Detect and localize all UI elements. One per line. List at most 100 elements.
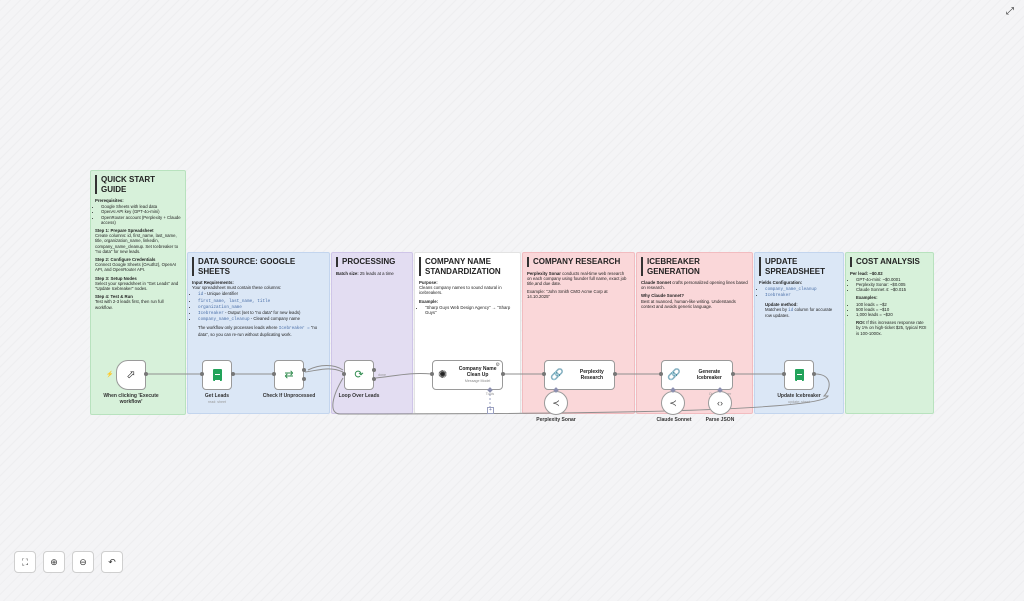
output-port[interactable]: [613, 372, 617, 376]
field-code: Icebreaker: [765, 293, 791, 299]
get-leads-sublabel: read: sheet: [208, 400, 226, 404]
get-leads-node[interactable]: [202, 360, 232, 390]
prereq-label: Prerequisites:: [95, 198, 124, 203]
method-b: column for accurate row updates.: [765, 306, 833, 319]
output-port[interactable]: [812, 372, 816, 376]
fit-view-icon: ⛶: [21, 556, 29, 567]
input-port[interactable]: [542, 372, 546, 376]
loop-label: Loop Over Leads: [338, 393, 380, 399]
list-item: Icebreaker: [765, 292, 839, 298]
output-port-done[interactable]: [372, 368, 376, 372]
openrouter-icon: ≺: [552, 397, 560, 408]
output-port-loop[interactable]: [372, 377, 376, 381]
field-code: company_name_cleanup: [765, 287, 817, 293]
example-text: Example: "John Smith CMO Acme Corp at 14…: [527, 289, 608, 300]
why-label: Why Claude Sonnet?: [641, 293, 684, 299]
generate-icebreaker-node[interactable]: 🔗 Generate Icebreaker: [661, 360, 733, 390]
company-clean-sublabel: Message Model: [464, 379, 491, 383]
column-code: company_name_cleanup: [198, 317, 250, 323]
sticky-title: COMPANY RESEARCH: [527, 257, 630, 267]
output-port-true[interactable]: [302, 368, 306, 372]
why-text: Best at nuanced, human-like writing. Und…: [641, 298, 736, 309]
note-code: Icebreaker =: [278, 326, 310, 332]
zoom-in-button[interactable]: ⊕: [43, 551, 65, 573]
company-clean-label: Company Name Clean Up: [458, 366, 497, 378]
batch-text: Batch size: 25 leads at a time: [336, 271, 408, 276]
expand-icon[interactable]: ⤢: [1006, 6, 1014, 17]
roi-text: ROI: If this increases response rate by …: [850, 320, 929, 336]
input-port[interactable]: [200, 372, 204, 376]
settings-icon[interactable]: ⚙: [495, 362, 500, 368]
step-title: Step 3: Setup Nodes: [95, 275, 137, 281]
list-item: first_name, last_name, title: [198, 298, 325, 304]
purpose-label: Purpose:: [419, 280, 438, 285]
example-label: Example:: [419, 298, 439, 304]
zoom-out-button[interactable]: ⊖: [72, 551, 94, 573]
method-label: Update method:: [765, 301, 798, 307]
list-item: organization_name: [198, 304, 325, 310]
step-text: Select your spreadsheet in "Get Leads" a…: [95, 280, 179, 292]
openrouter-icon: ≺: [669, 397, 677, 408]
column-code: id: [198, 292, 204, 298]
loop-done-label: done: [378, 373, 386, 377]
output-port[interactable]: [501, 372, 505, 376]
company-clean-node[interactable]: ✺ Company Name Clean Up Message Model ⚙: [432, 360, 503, 390]
undo-button[interactable]: ↶: [101, 551, 123, 573]
sticky-processing[interactable]: PROCESSING Batch size: 25 leads at a tim…: [331, 252, 413, 414]
perplexity-sonar-node[interactable]: ≺: [544, 391, 568, 415]
perplexity-research-node[interactable]: 🔗 Perplexity Research: [544, 360, 615, 390]
tools-port-label: Tools: [485, 392, 495, 396]
get-leads-label: Get Leads: [204, 393, 230, 399]
input-port[interactable]: [272, 372, 276, 376]
generate-icebreaker-label: Generate Icebreaker: [696, 369, 722, 381]
parse-json-node[interactable]: ‹›: [708, 391, 732, 415]
output-port[interactable]: [231, 372, 235, 376]
column-code: Icebreaker: [198, 311, 224, 317]
check-unprocessed-node[interactable]: ⇄: [274, 360, 304, 390]
input-port[interactable]: [430, 372, 434, 376]
batch-value: 25 leads at a time: [358, 270, 394, 276]
cost-list: GPT-4o-mini: ~$0.0001 Perplexity Sonar: …: [856, 277, 929, 293]
loop-node[interactable]: ⟳: [344, 360, 374, 390]
output-port-false[interactable]: [302, 377, 306, 381]
code-icon: ‹›: [717, 398, 723, 408]
list-item: OpenAI API key (GPT-4o-mini): [101, 209, 181, 214]
step-text: Test with 2-3 leads first, then run full…: [95, 299, 164, 310]
research-text: Perplexity Sonar conducts real-time web …: [527, 271, 630, 287]
column-desc: - Cleaned company name: [249, 316, 300, 322]
list-item: Perplexity Sonar: ~$0.005: [856, 282, 929, 287]
icebreaker-text: Claude Sonnet crafts personalized openin…: [641, 280, 748, 290]
trigger-node[interactable]: ⬀: [116, 360, 146, 390]
note-text: The workflow only processes leads where …: [192, 325, 325, 336]
fields-label: Fields Configuration:: [759, 280, 803, 285]
example-list: "Sharp Guys Web Design Agency" → "Sharp …: [425, 305, 516, 315]
sticky-title: UPDATE SPREADSHEET: [759, 257, 839, 276]
check-unprocessed-label: Check If Unprocessed: [262, 393, 316, 399]
add-tool-icon[interactable]: +: [487, 407, 494, 414]
purpose-text: Cleans company names to sound natural in…: [419, 285, 502, 296]
sticky-cost-analysis[interactable]: COST ANALYSIS Per lead: ~$0.02 GPT-4o-mi…: [845, 252, 934, 414]
batch-label: Batch size:: [336, 270, 359, 276]
input-port[interactable]: [659, 372, 663, 376]
trigger-label: When clicking 'Execute workflow': [103, 393, 159, 405]
list-item: Google Sheets with lead data: [101, 204, 181, 209]
loop-icon: ⟳: [354, 369, 364, 381]
input-port[interactable]: [782, 372, 786, 376]
claude-sonnet-node[interactable]: ≺: [661, 391, 685, 415]
sticky-title: QUICK START GUIDE: [95, 175, 181, 194]
update-icebreaker-node[interactable]: [784, 360, 814, 390]
perplexity-research-label: Perplexity Research: [579, 369, 604, 381]
column-code: organization_name: [198, 304, 242, 310]
google-sheets-icon: [212, 369, 222, 381]
prereq-list: Google Sheets with lead data OpenAI API …: [101, 204, 181, 225]
method-text: Matches by id column for accurate row up…: [759, 307, 839, 318]
list-item: company_name_cleanup - Cleaned company n…: [198, 316, 325, 322]
sticky-title: COST ANALYSIS: [850, 257, 929, 267]
input-port[interactable]: [342, 372, 346, 376]
column-list: id - Unique identifier first_name, last_…: [198, 291, 325, 322]
fit-view-button[interactable]: ⛶: [14, 551, 36, 573]
roi-value: If this increases response rate by 1% on…: [856, 320, 927, 336]
output-port[interactable]: [731, 372, 735, 376]
output-port[interactable]: [144, 372, 148, 376]
